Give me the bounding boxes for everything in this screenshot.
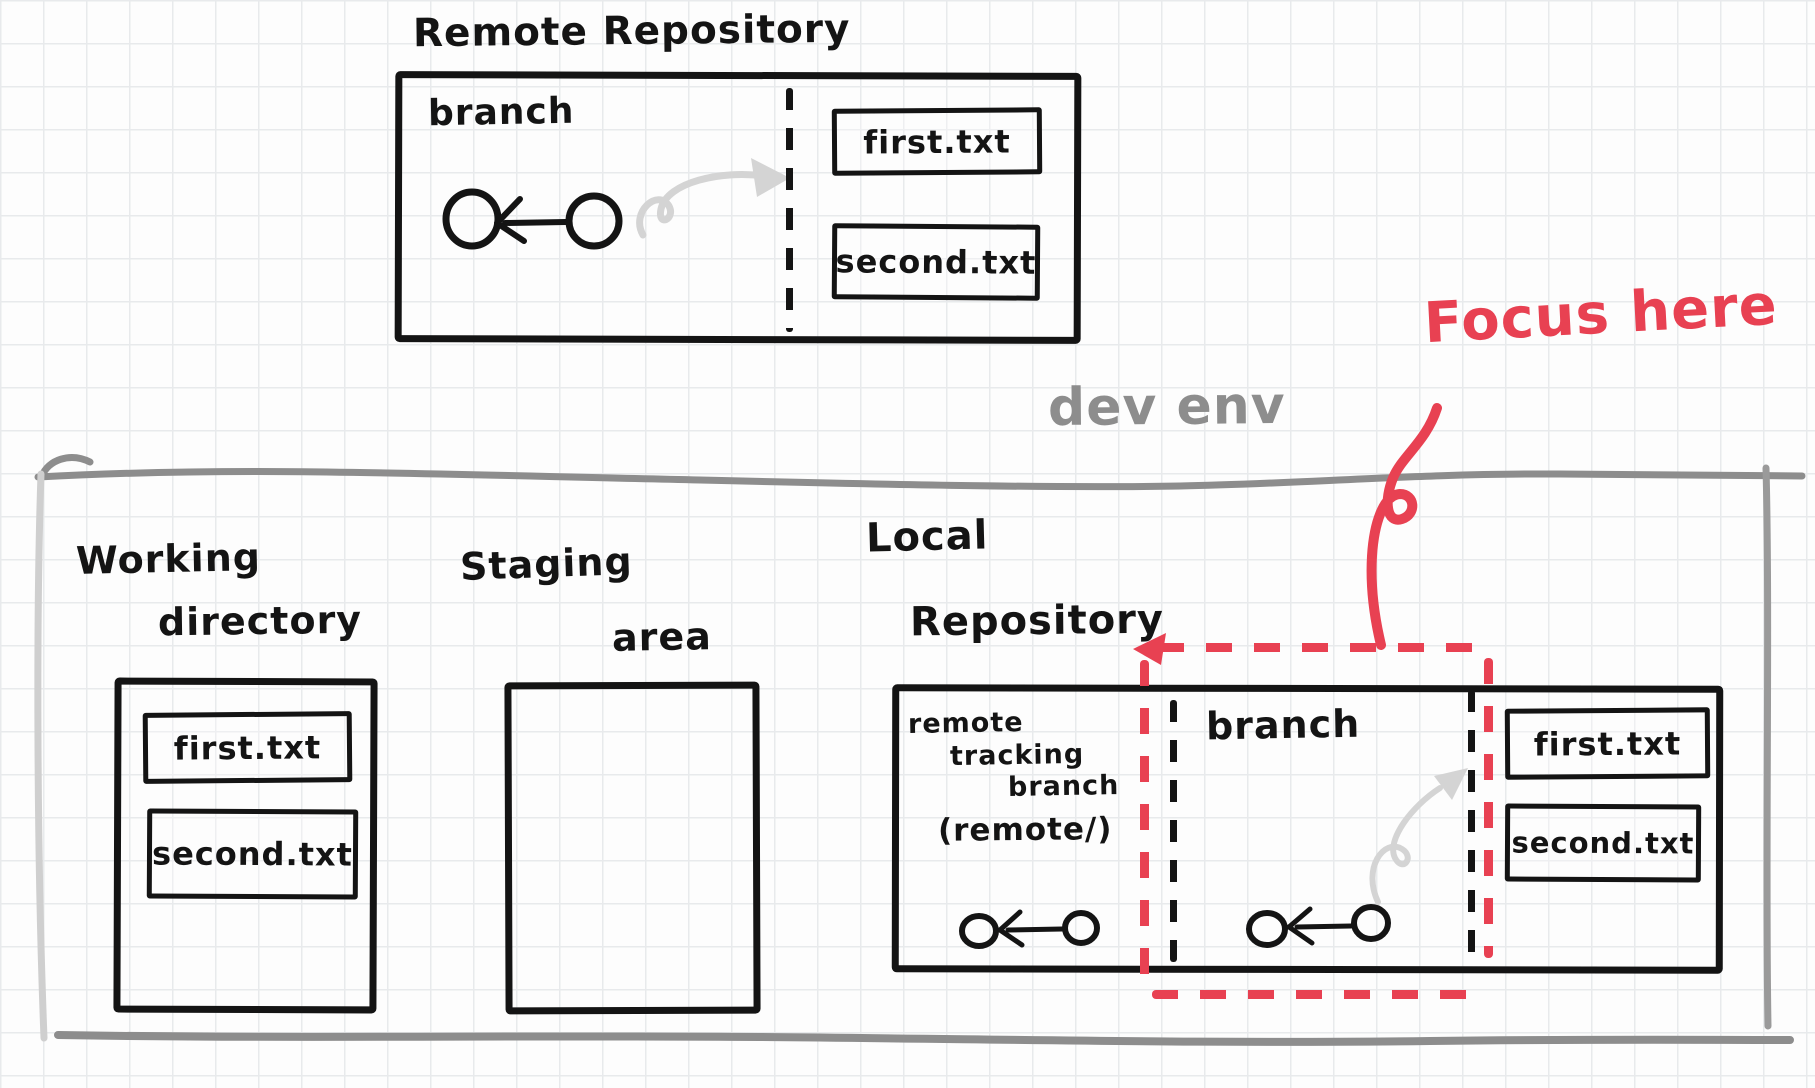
staging-area-title-line2: area: [611, 614, 713, 660]
file-name-label: first.txt: [1533, 723, 1682, 764]
dev-env-left-border: [34, 470, 48, 1042]
highlight-box-left: [1140, 660, 1149, 996]
working-file-first: first.txt: [142, 711, 353, 784]
remote-tracking-label-line2: tracking: [949, 738, 1085, 773]
remote-file-first: first.txt: [831, 107, 1043, 176]
dev-env-label: dev env: [1047, 375, 1286, 439]
local-branch-label: branch: [1205, 701, 1361, 749]
staging-area-box: [504, 681, 761, 1015]
working-directory-title-line1: Working: [75, 535, 262, 583]
dev-env-right-border: [1762, 464, 1772, 1030]
file-name-label: first.txt: [863, 121, 1011, 162]
focus-here-annotation: Focus here: [1422, 272, 1780, 357]
local-file-first: first.txt: [1504, 707, 1711, 780]
file-name-label: second.txt: [1511, 825, 1695, 861]
local-repository-title-line2: Repository: [909, 596, 1165, 646]
file-name-label: second.txt: [152, 834, 353, 874]
highlight-box-right: [1484, 658, 1493, 958]
remote-tracking-label-line4: (remote/): [937, 811, 1113, 849]
remote-branch-files-divider: [786, 88, 793, 332]
focus-arrow-stroke: [1366, 403, 1442, 650]
working-directory-title-line2: directory: [157, 597, 363, 645]
dev-env-top-border: [34, 454, 1806, 491]
local-repository-title-line1: Local: [865, 512, 989, 562]
highlight-box-top: [1158, 643, 1490, 652]
local-file-second: second.txt: [1504, 803, 1702, 883]
remote-repository-title: Remote Repository: [412, 6, 851, 57]
local-branch-files-divider: [1468, 690, 1475, 960]
dev-env-bottom-border: [54, 1031, 1794, 1046]
remote-branch-label: branch: [427, 90, 575, 135]
staging-area-title-line1: Staging: [459, 539, 634, 589]
focus-annotation-arrow: [1133, 403, 1442, 665]
working-file-second: second.txt: [146, 808, 359, 900]
file-name-label: first.txt: [173, 727, 322, 768]
file-name-label: second.txt: [835, 242, 1037, 282]
remote-file-second: second.txt: [831, 223, 1041, 301]
highlight-box-bottom: [1152, 990, 1472, 999]
local-tracking-branch-divider: [1170, 700, 1177, 962]
remote-tracking-label-line1: remote: [907, 706, 1024, 741]
remote-tracking-label-line3: branch: [1007, 770, 1120, 803]
